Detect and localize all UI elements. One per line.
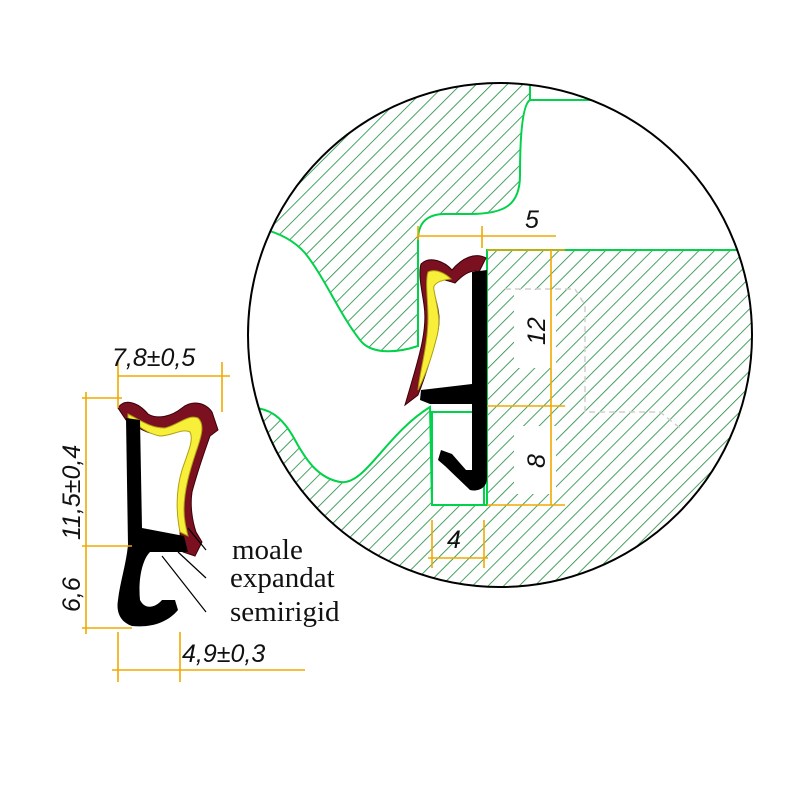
profile-dimension-lines xyxy=(82,362,305,682)
dim-top-width: 7,8±0,5 xyxy=(112,344,195,372)
dim-lower-depth: 8 xyxy=(523,454,551,468)
leader-lines xyxy=(161,527,207,613)
dim-lower-height: 6,6 xyxy=(58,577,86,612)
label-semirigid-material: semirigid xyxy=(230,596,340,628)
profile-foam-core xyxy=(127,413,203,537)
detail-dimension-lines xyxy=(417,226,565,568)
label-soft-material: moale xyxy=(232,534,303,566)
detail-foam-core xyxy=(417,270,453,391)
dim-upper-depth: 12 xyxy=(523,317,551,345)
profile-section: 7,8±0,5 11,5±0,4 6,6 4,9±0,3 moale expan… xyxy=(58,344,340,682)
dim-upper-height: 11,5±0,4 xyxy=(58,445,86,540)
hidden-edge xyxy=(505,288,681,429)
label-box-8 xyxy=(514,426,556,494)
profile-rigid-body xyxy=(117,418,188,627)
lower-frame-section xyxy=(248,249,752,587)
detail-circle xyxy=(247,82,753,588)
dim-gap-width: 5 xyxy=(525,206,539,234)
dim-groove-width: 4 xyxy=(447,526,461,554)
label-expanded-material: expandat xyxy=(230,562,335,594)
dim-bottom-width: 4,9±0,3 xyxy=(182,640,265,668)
label-box-12 xyxy=(514,290,556,368)
detail-view: 5 12 8 4 xyxy=(247,82,753,588)
detail-seal xyxy=(404,255,487,491)
detail-rigid-body xyxy=(420,270,487,491)
